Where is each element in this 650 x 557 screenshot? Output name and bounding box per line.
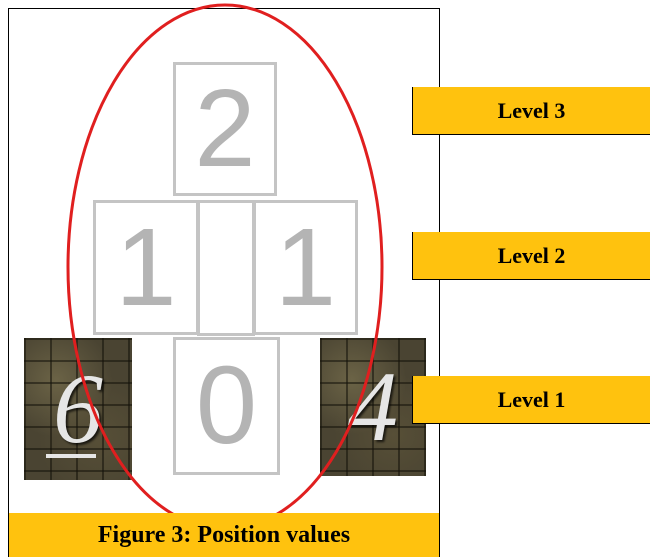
level-1-label: Level 1 xyxy=(412,376,650,424)
box-middle-left: 1 xyxy=(93,200,199,335)
stone-tile-right: 4 xyxy=(320,338,426,476)
box-top: 2 xyxy=(173,62,277,196)
stone-tile-left: 6 xyxy=(24,338,132,480)
box-middle-center xyxy=(197,200,255,336)
figure-caption: Figure 3: Position values xyxy=(8,513,440,557)
level-3-label: Level 3 xyxy=(412,87,650,135)
stone-underline xyxy=(46,454,96,458)
stone-digit-left: 6 xyxy=(53,353,103,464)
box-bottom: 0 xyxy=(173,337,280,475)
stone-digit-right: 4 xyxy=(348,351,398,462)
box-middle-right: 1 xyxy=(253,200,358,335)
level-2-label: Level 2 xyxy=(412,232,650,280)
